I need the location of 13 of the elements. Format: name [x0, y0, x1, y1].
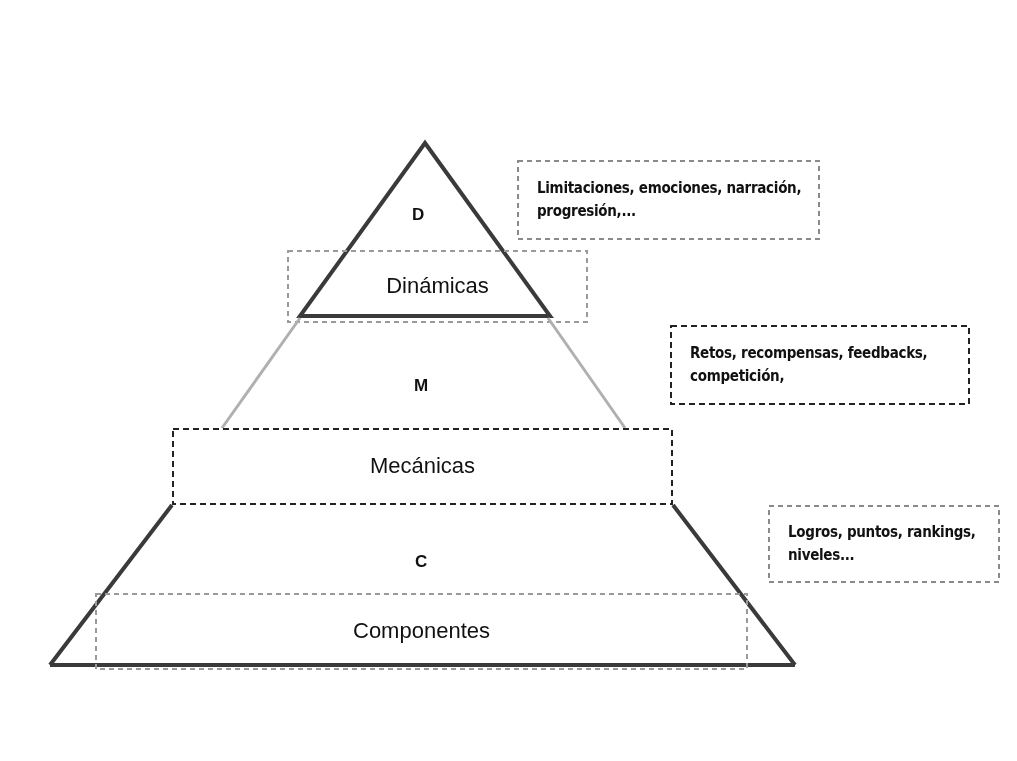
- level-name-box: [95, 593, 748, 670]
- level-letter: M: [414, 376, 429, 396]
- example-text: Logros, puntos, rankings, niveles...: [788, 521, 977, 566]
- example-box: [670, 325, 970, 405]
- level-letter: C: [415, 552, 428, 572]
- example-text: Retos, recompensas, feedbacks, competición,: [690, 342, 929, 387]
- level-name: Mecánicas: [369, 452, 476, 481]
- level-name-box: [172, 428, 673, 505]
- pyramid-middle-tier: [222, 318, 625, 428]
- level-name: Componentes: [353, 617, 490, 646]
- example-text: Limitaciones, emociones, narración, progresión,...: [537, 177, 803, 222]
- example-box: [517, 160, 820, 240]
- example-box: [768, 505, 1000, 583]
